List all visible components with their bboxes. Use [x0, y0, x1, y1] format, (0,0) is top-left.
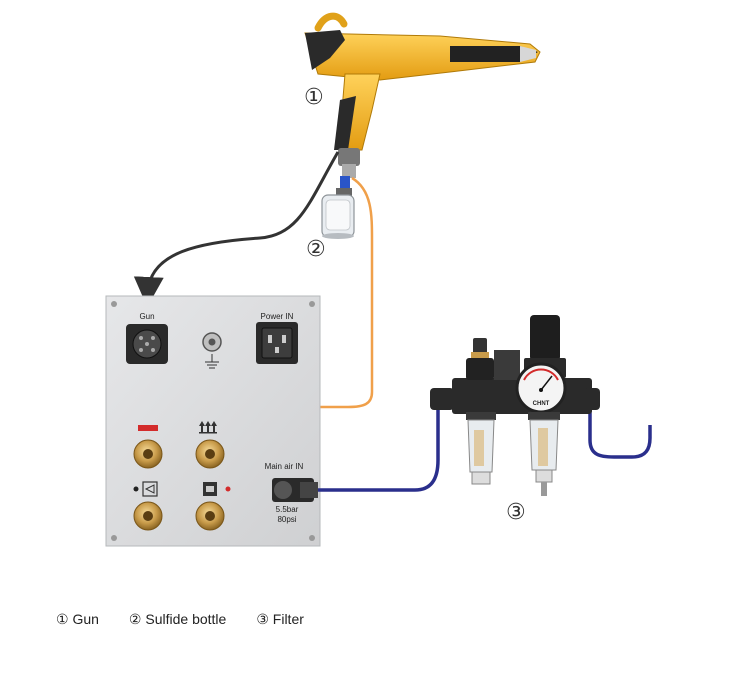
ground-terminal[interactable]	[202, 332, 222, 352]
red-arrow-icon	[138, 425, 158, 431]
power-in-label: Power IN	[261, 312, 294, 321]
callout-filter: ③	[506, 500, 526, 525]
legend-number: ③	[256, 611, 269, 627]
filter-regulator: CHNT	[430, 315, 600, 496]
cleaning-air-icon	[203, 482, 231, 496]
air-outlet-2[interactable]	[195, 439, 225, 469]
sulfide-bottle	[321, 188, 355, 239]
pressure-bar-label: 5.5bar	[276, 505, 299, 514]
gun-connector-label: Gun	[139, 312, 154, 321]
gun-cable	[133, 151, 340, 307]
blue-air-hose	[318, 410, 440, 492]
air-outlet-1[interactable]	[133, 439, 163, 469]
power-in-connector[interactable]	[256, 322, 298, 364]
legend-number: ①	[56, 611, 69, 627]
blue-outlet-hose	[588, 405, 652, 459]
legend-number: ②	[128, 611, 142, 627]
legend-label: Sulfide bottle	[145, 611, 227, 627]
callout-gun: ①	[304, 85, 324, 110]
regulator-brand-label: CHNT	[533, 401, 550, 407]
legend-item-sulfide-bottle: ② Sulfide bottle	[129, 611, 226, 628]
spray-gun	[304, 12, 541, 188]
ground-icon	[205, 354, 219, 369]
legend-item-gun: ① Gun	[56, 611, 99, 628]
main-air-in-label: Main air IN	[265, 462, 304, 471]
callout-sulfide-bottle: ②	[306, 237, 326, 262]
main-air-in-connector[interactable]	[272, 478, 318, 502]
control-panel: Gun Power IN	[105, 295, 321, 547]
fluidize-icon	[199, 421, 217, 434]
air-outlet-4[interactable]	[195, 501, 225, 531]
gun-connector[interactable]	[126, 324, 168, 364]
pressure-psi-label: 80psi	[277, 515, 296, 524]
legend-label: Filter	[272, 611, 304, 627]
legend-item-filter: ③ Filter	[256, 611, 304, 628]
legend-label: Gun	[72, 611, 99, 627]
air-outlet-3[interactable]	[133, 501, 163, 531]
legend: ① Gun ② Sulfide bottle ③ Filter	[56, 611, 304, 628]
gun-clean-icon	[133, 481, 158, 497]
